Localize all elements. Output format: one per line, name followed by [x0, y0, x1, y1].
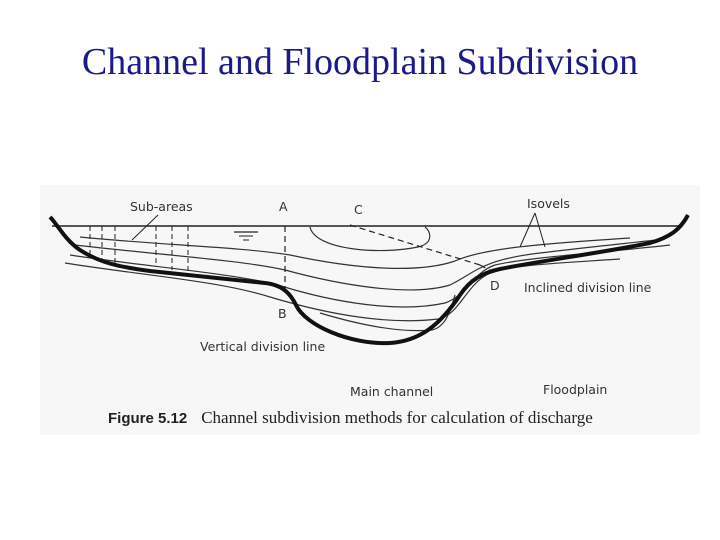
inclined-division-line-label: Inclined division line	[524, 280, 652, 295]
isovel-line-3	[74, 238, 666, 291]
isovel-line-4	[69, 244, 671, 308]
point-c-label: C	[354, 202, 363, 217]
isovels-pointer-1	[519, 212, 536, 248]
point-b-label: B	[278, 306, 287, 321]
cross-section-diagram	[48, 212, 690, 346]
isovels-label: Isovels	[527, 196, 570, 211]
slide-title: Channel and Floodplain Subdivision	[81, 41, 639, 83]
cross-section-figure: Sub-areas A C Isovels D Inclined divisio…	[40, 185, 700, 435]
channel-bed	[48, 214, 690, 346]
floodplain-label: Floodplain	[543, 382, 608, 397]
water-level-symbol	[234, 231, 258, 241]
isovel-line-1	[309, 226, 431, 252]
sub-areas-pointer	[131, 214, 159, 241]
isovel-line-2	[79, 236, 631, 269]
sub-areas-label: Sub-areas	[130, 199, 193, 214]
isovels-pointer-2	[534, 212, 546, 248]
figure-number: Figure 5.12	[108, 410, 188, 427]
main-channel-label: Main channel	[350, 384, 434, 399]
vertical-division-line-label: Vertical division line	[200, 339, 326, 354]
inclined-division-line	[349, 224, 481, 266]
point-a-label: A	[279, 199, 288, 214]
point-d-label: D	[490, 278, 500, 293]
figure-caption-text: Channel subdivision methods for calculat…	[201, 408, 593, 427]
figure-caption: Figure 5.12 Channel subdivision methods f…	[108, 408, 593, 428]
